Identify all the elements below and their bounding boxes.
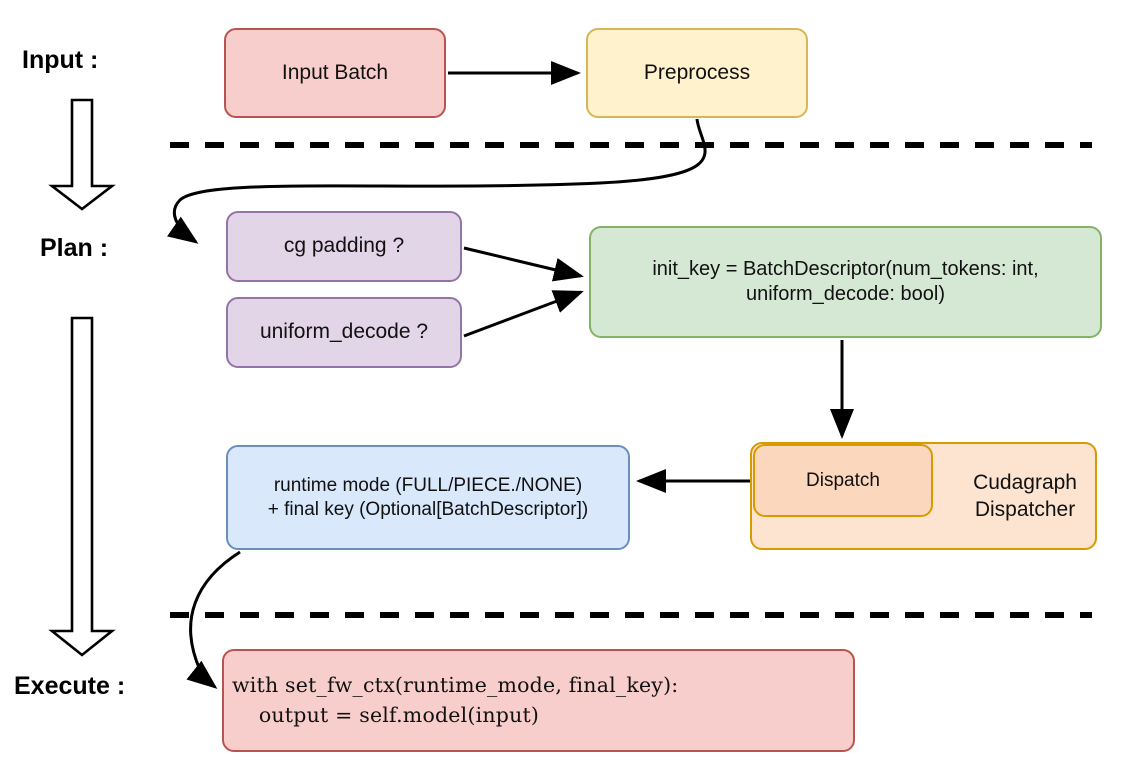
node-uniform-decode[interactable]: uniform_decode ? [226,297,462,368]
node-input-batch[interactable]: Input Batch [224,28,446,118]
node-code-block[interactable]: with set_fw_ctx(runtime_mode, final_key)… [222,649,855,752]
edge-uniform-decode-to-init-key [463,290,584,338]
stage-label-input: Input : [22,46,99,74]
plan-to-execute-arrow [48,316,116,657]
node-dispatch[interactable]: Dispatch [753,444,933,517]
input-to-plan-arrow [48,98,116,211]
node-runtime-mode[interactable]: runtime mode (FULL/PIECE./NONE) + final … [226,445,630,550]
stage-label-plan: Plan : [40,234,109,262]
node-preprocess[interactable]: Preprocess [586,28,808,118]
node-init-key[interactable]: init_key = BatchDescriptor(num_tokens: i… [589,226,1102,338]
stage-label-execute: Execute : [14,672,126,700]
edge-cg-padding-to-init-key [463,246,584,282]
node-cg-padding[interactable]: cg padding ? [226,211,462,282]
